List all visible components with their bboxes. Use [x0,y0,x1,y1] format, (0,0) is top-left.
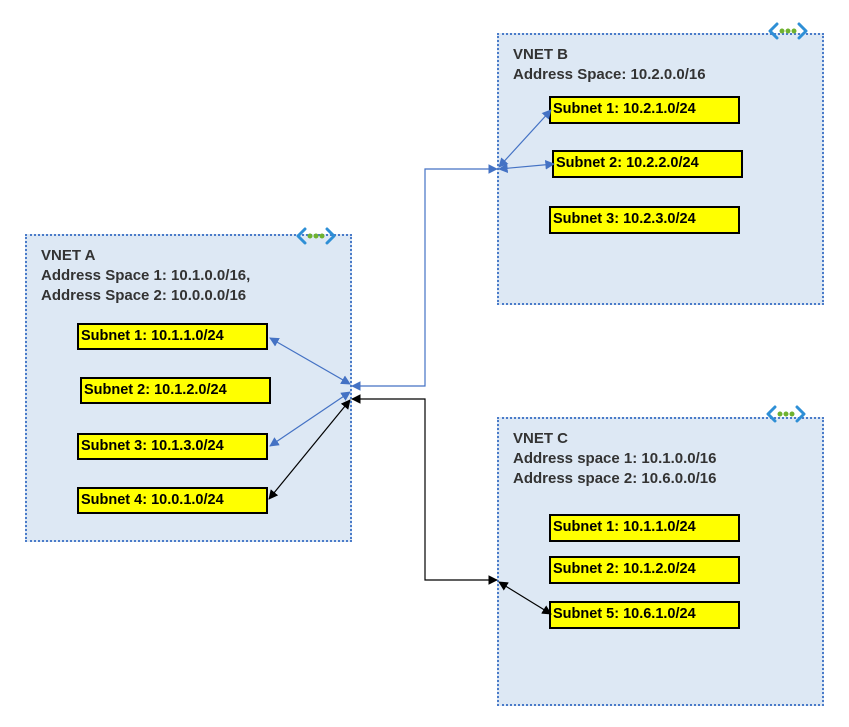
virtual-network-icon [768,22,808,40]
virtual-network-icon [296,227,336,245]
vnet-c-address-space-2: Address space 2: 10.6.0.0/16 [513,470,717,487]
vnet-a-subnet-2: Subnet 2: 10.1.2.0/24 [80,377,271,404]
vnet-a-subnet-4: Subnet 4: 10.0.1.0/24 [77,487,268,514]
vnet-c-subnet-2: Subnet 2: 10.1.2.0/24 [549,556,740,584]
virtual-network-icon [766,405,806,423]
peering-a-c-line [351,394,498,585]
vnet-b-subnet-3: Subnet 3: 10.2.3.0/24 [549,206,740,234]
vnet-a-subnet-3: Subnet 3: 10.1.3.0/24 [77,433,268,460]
vnet-b-subnet-2: Subnet 2: 10.2.2.0/24 [552,150,743,178]
vnet-a-title: VNET A [41,247,96,264]
vnet-a-subnet-1: Subnet 1: 10.1.1.0/24 [77,323,268,350]
vnet-b-subnet-1: Subnet 1: 10.2.1.0/24 [549,96,740,124]
vnet-a-address-space-2: Address Space 2: 10.0.0.0/16 [41,287,247,304]
vnet-b-title: VNET B [513,46,569,63]
vnet-b-address-space: Address Space: 10.2.0.0/16 [513,66,706,83]
peering-a-b-line [351,164,498,391]
vnet-c-title: VNET C [513,430,569,447]
vnet-c-address-space-1: Address space 1: 10.1.0.0/16 [513,450,717,467]
vnet-c-subnet-1: Subnet 1: 10.1.1.0/24 [549,514,740,542]
vnet-c-subnet-5: Subnet 5: 10.6.1.0/24 [549,601,740,629]
vnet-a-address-space-1: Address Space 1: 10.1.0.0/16, [41,267,251,284]
